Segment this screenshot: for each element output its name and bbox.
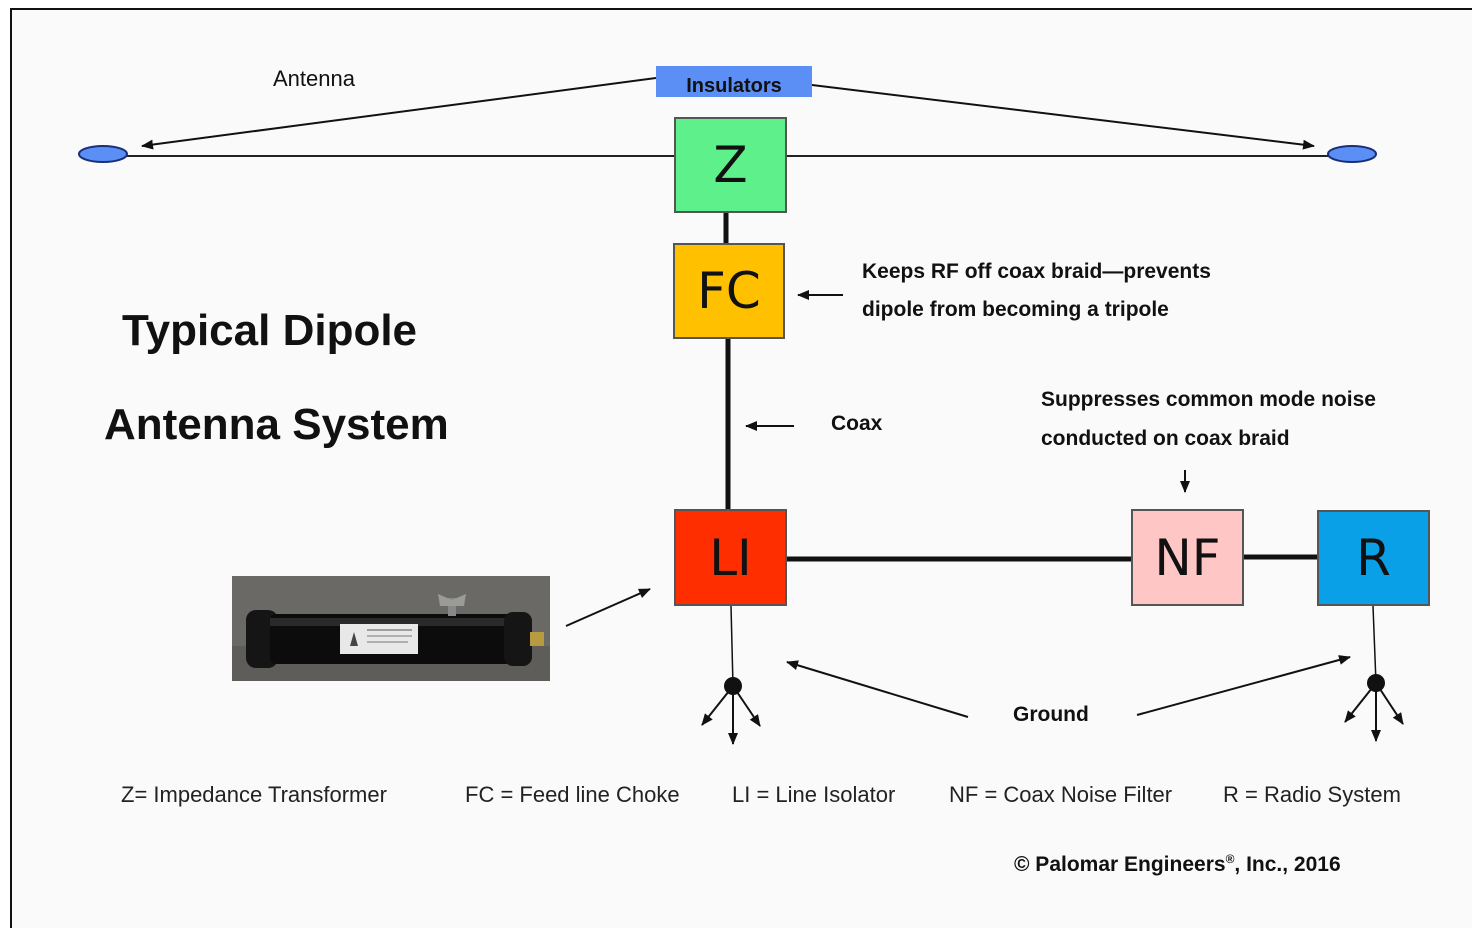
fc-note-line2: dipole from becoming a tripole bbox=[862, 298, 1169, 321]
nf-box: NF bbox=[1131, 509, 1244, 606]
line-isolator-photo bbox=[232, 576, 550, 681]
legend-li: LI = Line Isolator bbox=[732, 782, 896, 807]
registered-mark: ® bbox=[1225, 852, 1235, 866]
li-box-label: LI bbox=[709, 528, 752, 587]
li-box: LI bbox=[674, 509, 787, 606]
legend-fc: FC = Feed line Choke bbox=[465, 782, 680, 807]
copyright-prefix: © Palomar Engineers bbox=[1014, 853, 1226, 876]
fc-box: FC bbox=[673, 243, 785, 339]
ground-label: Ground bbox=[1013, 703, 1089, 726]
right-end-insulator bbox=[1327, 145, 1377, 163]
title-line1: Typical Dipole bbox=[122, 306, 418, 355]
nf-note-line2: conducted on coax braid bbox=[1041, 427, 1290, 450]
z-box-label: Z bbox=[713, 136, 748, 194]
left-end-insulator bbox=[78, 145, 128, 163]
nf-note-line1: Suppresses common mode noise bbox=[1041, 388, 1376, 411]
photo-arrow bbox=[565, 588, 651, 627]
antenna-label: Antenna bbox=[273, 66, 355, 91]
ground-symbol-r bbox=[1344, 605, 1404, 742]
fc-box-label: FC bbox=[697, 262, 761, 320]
r-box: R bbox=[1317, 510, 1430, 606]
ground-symbol-li bbox=[701, 605, 761, 745]
ground-arrow-right bbox=[1136, 655, 1351, 716]
copyright: © Palomar Engineers®, Inc., 2016 bbox=[1014, 852, 1341, 877]
insulators-label: Insulators bbox=[656, 66, 812, 97]
nf-box-label: NF bbox=[1154, 528, 1221, 587]
legend-nf: NF = Coax Noise Filter bbox=[949, 782, 1173, 807]
legend-r: R = Radio System bbox=[1223, 782, 1401, 807]
line-isolator-illustration bbox=[232, 576, 550, 681]
fc-note-line1: Keeps RF off coax braid—prevents bbox=[862, 260, 1211, 283]
legend-z: Z= Impedance Transformer bbox=[121, 782, 387, 807]
ground-arrow-left bbox=[786, 660, 969, 718]
coax-label: Coax bbox=[831, 412, 883, 435]
insulators-arrow-right bbox=[811, 84, 1315, 150]
title-line2: Antenna System bbox=[104, 400, 449, 449]
r-box-label: R bbox=[1356, 529, 1391, 587]
z-box: Z bbox=[674, 117, 787, 213]
insulators-arrow-left bbox=[141, 77, 657, 150]
copyright-suffix: , Inc., 2016 bbox=[1234, 853, 1341, 876]
